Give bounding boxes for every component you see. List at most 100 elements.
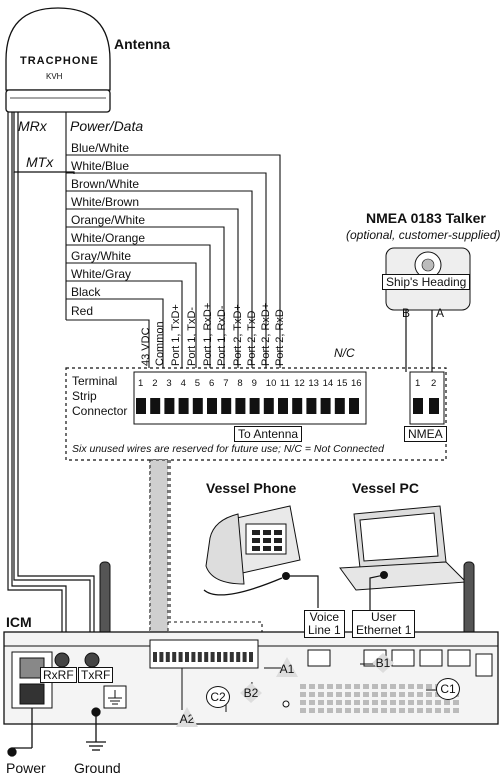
wire-color-label: Blue/White bbox=[71, 141, 130, 155]
terminal-bundle bbox=[150, 460, 168, 632]
voice-line-label-line: Voice bbox=[309, 610, 340, 624]
maker-logo-text: KVH bbox=[46, 72, 63, 81]
nc-label: N/C bbox=[334, 346, 355, 360]
pin-function-label: Port 1, RxD- bbox=[216, 305, 228, 366]
user-ethernet-label-line: Ethernet 1 bbox=[356, 623, 412, 637]
wire-color-label: Gray/White bbox=[71, 249, 132, 263]
to-antenna-label: To Antenna bbox=[234, 426, 303, 442]
pin-number: 7 bbox=[223, 378, 229, 389]
pin-number: 4 bbox=[180, 378, 186, 389]
ships-heading-label: Ship's Heading bbox=[382, 274, 471, 290]
terminal-enclosure bbox=[65, 367, 447, 461]
pin-function-label: Port 1, TxD+ bbox=[170, 304, 182, 366]
callout-b2: B2 bbox=[240, 683, 262, 703]
wire-color-label: White/Gray bbox=[71, 267, 132, 281]
nmea-pin-number: 1 bbox=[415, 378, 421, 389]
terminal-block bbox=[306, 398, 317, 414]
wire-color-label: White/Blue bbox=[71, 159, 130, 173]
laptop-illustration bbox=[339, 505, 468, 612]
terminal-label-line: Strip bbox=[72, 389, 97, 403]
wire-color-label: Red bbox=[71, 304, 94, 318]
nmea-pin-number: 2 bbox=[431, 378, 437, 389]
user-ethernet-label-line: User bbox=[371, 610, 397, 624]
terminal-block bbox=[278, 398, 288, 414]
pin-number: 12 bbox=[294, 378, 305, 389]
terminal-block bbox=[178, 398, 189, 414]
wire-color-label: Brown/White bbox=[71, 177, 140, 191]
terminal-block bbox=[164, 398, 175, 414]
phone-illustration bbox=[203, 505, 319, 608]
pin-number: 14 bbox=[322, 378, 334, 389]
pin-function-label: Port 2, TxD- bbox=[246, 306, 258, 366]
nmea-pins bbox=[413, 398, 439, 414]
terminal-label-line: Terminal bbox=[72, 374, 118, 388]
pin-function-label: Port 1, RxD+ bbox=[202, 302, 214, 366]
wire-color-label: Black bbox=[71, 285, 101, 299]
pin-number: 3 bbox=[166, 378, 172, 389]
callout-c2: C2 bbox=[206, 686, 230, 708]
rxrf-label: RxRF bbox=[40, 667, 77, 683]
nmea-title: NMEA 0183 Talker bbox=[366, 210, 486, 226]
rf-cables bbox=[7, 112, 95, 655]
terminal-block bbox=[192, 398, 203, 414]
antenna-dome bbox=[5, 7, 111, 113]
terminal-block bbox=[320, 398, 331, 414]
wire-b-label: B bbox=[402, 306, 411, 320]
nmea-label: NMEA bbox=[404, 426, 447, 442]
terminal-block bbox=[136, 398, 146, 414]
pin-number: 11 bbox=[280, 378, 290, 389]
nmea-subtitle: (optional, customer-supplied) bbox=[346, 228, 501, 242]
terminal-label-line: Connector bbox=[72, 404, 128, 418]
pin-function-label: Port 2, RxD+ bbox=[260, 302, 272, 366]
terminal-block bbox=[235, 398, 246, 414]
callout-c1: C1 bbox=[436, 678, 460, 700]
icm-chassis bbox=[3, 631, 499, 725]
wire-color-label: White/Brown bbox=[71, 195, 140, 209]
mrx-label: MRx bbox=[18, 118, 47, 134]
power-data-wires bbox=[65, 112, 281, 368]
txrf-label: TxRF bbox=[78, 667, 114, 683]
vessel-pc-title: Vessel PC bbox=[352, 480, 419, 496]
icm-title: ICM bbox=[6, 614, 32, 630]
pin-number: 1 bbox=[138, 378, 144, 389]
wire-color-label: White/Orange bbox=[71, 231, 146, 245]
nmea-terminal-block bbox=[413, 398, 423, 414]
terminal-block bbox=[263, 398, 274, 414]
wire-color-label: Orange/White bbox=[71, 213, 146, 227]
terminal-pins bbox=[136, 398, 359, 414]
mtx-label: MTx bbox=[26, 154, 54, 170]
terminal-block bbox=[150, 398, 161, 414]
voice-line-label-line: Line 1 bbox=[308, 623, 341, 637]
pin-number: 5 bbox=[194, 378, 201, 389]
brand-logo-text: TRACPHONE bbox=[20, 55, 99, 67]
power-data-label: Power/Data bbox=[70, 118, 144, 134]
antenna-title: Antenna bbox=[114, 36, 170, 52]
vessel-phone-title: Vessel Phone bbox=[206, 480, 297, 496]
power-label: Power bbox=[6, 760, 46, 776]
ground-label: Ground bbox=[74, 760, 121, 776]
pin-number: 15 bbox=[336, 378, 348, 389]
terminal-block bbox=[207, 398, 217, 414]
user-ethernet-label: User Ethernet 1 bbox=[352, 610, 416, 638]
terminal-block bbox=[249, 398, 260, 414]
terminal-strip-label: Terminal Strip Connector bbox=[72, 374, 127, 419]
pin-function-label: Port 2, TxD+ bbox=[232, 304, 244, 366]
nmea-terminal-block bbox=[429, 398, 439, 414]
terminal-note: Six unused wires are reserved for future… bbox=[72, 443, 384, 455]
power-ground-leads bbox=[7, 707, 106, 757]
pin-number: 2 bbox=[152, 378, 158, 389]
terminal-block bbox=[292, 398, 303, 414]
pin-number: 8 bbox=[237, 378, 243, 389]
pin-number: 6 bbox=[209, 378, 215, 389]
callout-b1: B1 bbox=[372, 653, 394, 673]
voice-line-label: Voice Line 1 bbox=[304, 610, 345, 638]
pin-function-label: 43 VDC bbox=[140, 327, 152, 366]
nmea-talker-device bbox=[385, 247, 471, 372]
terminal-block bbox=[349, 398, 359, 414]
pin-number: 13 bbox=[308, 378, 319, 389]
pin-function-label: Port 2, RxD- bbox=[274, 305, 286, 366]
pin-number: 9 bbox=[251, 378, 257, 389]
terminal-block bbox=[334, 398, 345, 414]
